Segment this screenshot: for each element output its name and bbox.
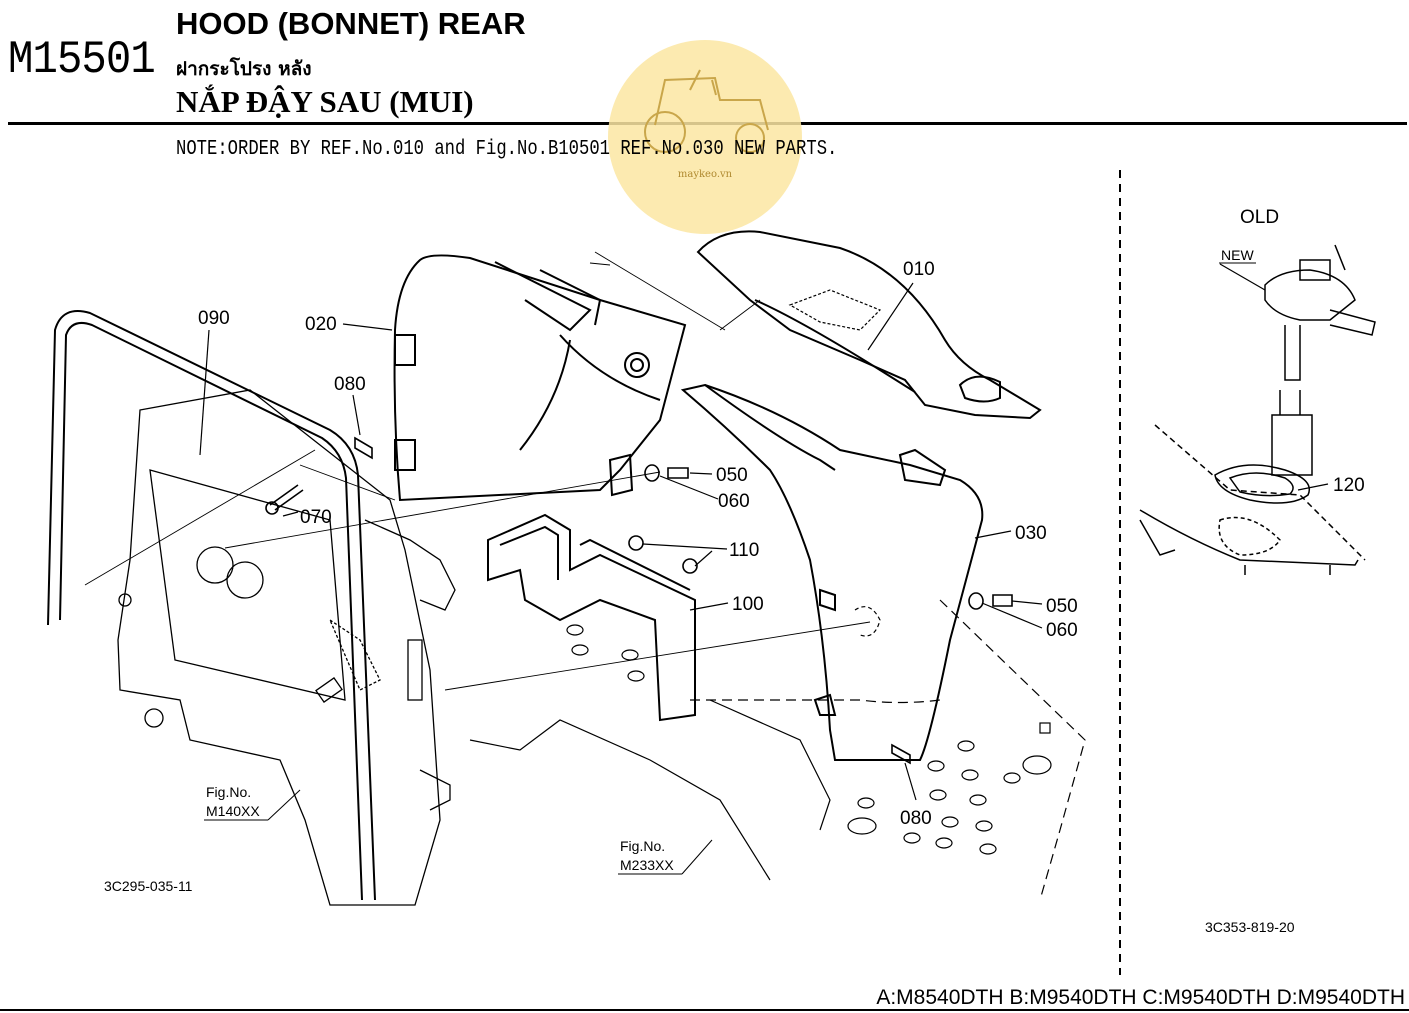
label-070: 070 (300, 507, 332, 528)
footer-divider (0, 1009, 1409, 1011)
title-thai: ฝากระโปรง หลัง (176, 58, 312, 80)
title-english: HOOD (BONNET) REAR (176, 6, 526, 41)
label-080-upper: 080 (334, 374, 366, 395)
floor-plate (469, 599, 1086, 901)
bracket-100 (487, 513, 696, 722)
fasteners (265, 436, 1013, 765)
inset-old-part (1139, 244, 1376, 575)
order-note: NOTE:ORDER BY REF.No.010 and Fig.No.B105… (176, 138, 838, 161)
label-110: 110 (729, 540, 759, 561)
label-120: 120 (1333, 475, 1365, 496)
watermark-logo: maykeo.vn (608, 40, 802, 234)
label-100: 100 (732, 594, 764, 615)
label-020: 020 (305, 314, 337, 335)
label-060-upper: 060 (718, 491, 750, 512)
label-060-lower: 060 (1046, 620, 1078, 641)
side-cover-030 (680, 383, 984, 761)
model-list: A:M8540DTH B:M9540DTH C:M9540DTH D:M9540… (876, 986, 1405, 1009)
top-cover-010 (696, 230, 1042, 420)
label-010: 010 (903, 259, 935, 280)
label-030: 030 (1015, 523, 1047, 544)
label-050-upper: 050 (716, 465, 748, 486)
seal-090 (47, 310, 376, 901)
leader-lines (199, 263, 1329, 801)
label-090: 090 (198, 308, 230, 329)
drawing-code: 3C295-035-11 (104, 878, 193, 894)
inset-old-label: OLD (1240, 207, 1279, 228)
watermark-text: maykeo.vn (678, 169, 733, 180)
fig-ref-mid-label: Fig.No. (620, 838, 665, 854)
rear-panel (117, 389, 456, 906)
page-code: M15501 (8, 34, 156, 86)
fig-ref-left-label: Fig.No. (206, 784, 251, 800)
fig-ref-mid-code: M233XX (620, 857, 674, 873)
inset-drawing-code: 3C353-819-20 (1205, 919, 1295, 935)
title-vietnamese: NẮP ĐẬY SAU (MUI) (176, 84, 474, 119)
label-080-lower: 080 (900, 808, 932, 829)
inset-new-label: NEW (1221, 247, 1254, 263)
label-050-lower: 050 (1046, 596, 1078, 617)
fig-ref-left-code: M140XX (206, 803, 260, 819)
side-cover-020 (393, 254, 687, 502)
construction-lines (84, 251, 871, 691)
